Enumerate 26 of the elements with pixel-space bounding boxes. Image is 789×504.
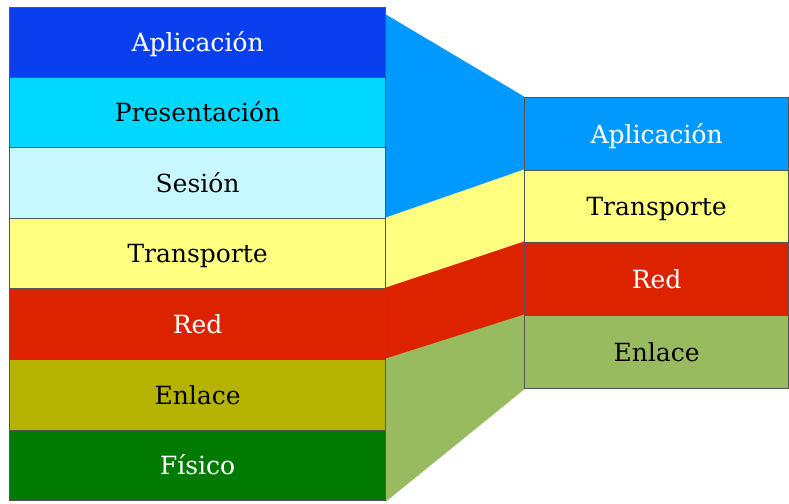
- layer-box: [9, 288, 386, 360]
- layer-label: Transporte: [127, 239, 268, 268]
- layer-label: Físico: [160, 451, 236, 480]
- layer-label: Transporte: [586, 192, 727, 221]
- mapping-band: [386, 169, 524, 290]
- mapping-band: [386, 241, 524, 361]
- layer-label: Presentación: [114, 98, 280, 127]
- layer-box: [524, 242, 789, 316]
- layer-box: [9, 218, 386, 289]
- layer-box: [9, 430, 386, 501]
- layer-box: [524, 315, 789, 389]
- layer-label: Sesión: [156, 168, 240, 198]
- layer-box: [524, 170, 789, 243]
- layer-label: Red: [632, 264, 682, 294]
- mapping-band: [386, 314, 524, 502]
- mapping-band: [386, 14, 524, 220]
- layer-box: [524, 97, 789, 171]
- layer-label: Enlace: [154, 380, 241, 410]
- layer-label: Aplicación: [590, 120, 723, 148]
- layer-box: [9, 359, 386, 431]
- layer-label: Aplicación: [131, 28, 264, 57]
- layer-label: Red: [172, 310, 222, 338]
- layer-label: Enlace: [613, 338, 700, 366]
- layer-box: [9, 7, 386, 78]
- layer-box: [9, 77, 386, 148]
- layer-box: [9, 147, 386, 219]
